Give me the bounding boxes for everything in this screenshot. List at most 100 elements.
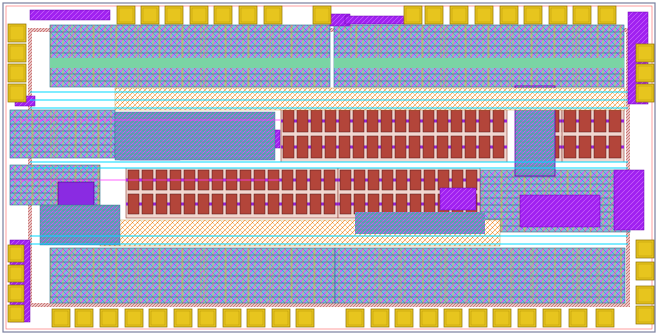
macro-bank-a-cell[interactable] (310, 135, 323, 159)
bond-pad-34[interactable] (492, 308, 512, 328)
macro-bank-a-cell[interactable] (380, 109, 393, 133)
metal-block-5[interactable] (439, 187, 477, 211)
metal-block-6[interactable] (519, 194, 601, 228)
bond-pad-8[interactable] (403, 5, 423, 25)
bond-pad-47[interactable] (635, 43, 655, 63)
bond-pad-28[interactable] (345, 308, 365, 328)
bond-pad-4[interactable] (213, 5, 233, 25)
macro-bank-d-cell[interactable] (225, 193, 238, 215)
macro-bank-c-cell[interactable] (563, 135, 577, 159)
bond-pad-18[interactable] (74, 308, 94, 328)
macro-bank-d-cell[interactable] (309, 169, 322, 191)
bond-pad-14[interactable] (548, 5, 568, 25)
macro-bank-a-cell[interactable] (464, 109, 477, 133)
metal-block-11[interactable] (344, 15, 406, 25)
macro-bank-a-cell[interactable] (464, 135, 477, 159)
bond-pad-53[interactable] (635, 305, 655, 325)
macro-bank-d-cell[interactable] (281, 169, 294, 191)
macro-bank-d-cell[interactable] (323, 193, 336, 215)
macro-bank-e-cell[interactable] (353, 169, 366, 191)
macro-bank-a-cell[interactable] (296, 135, 309, 159)
bond-pad-22[interactable] (173, 308, 193, 328)
bond-pad-0[interactable] (116, 5, 136, 25)
macro-bank-e-cell[interactable] (423, 169, 436, 191)
macro-bank-e-cell[interactable] (339, 193, 352, 215)
macro-bank-a-cell[interactable] (338, 109, 351, 133)
bond-pad-26[interactable] (271, 308, 291, 328)
macro-bank-e-cell[interactable] (381, 193, 394, 215)
macro-bank-d-cell[interactable] (183, 193, 196, 215)
bond-pad-52[interactable] (635, 285, 655, 305)
bond-pad-16[interactable] (597, 5, 617, 25)
bond-pad-3[interactable] (189, 5, 209, 25)
bond-pad-32[interactable] (443, 308, 463, 328)
macro-bank-d-cell[interactable] (155, 193, 168, 215)
cell-region-1[interactable] (333, 24, 625, 88)
macro-bank-e-cell[interactable] (451, 169, 464, 191)
macro-bank-d-cell[interactable] (169, 193, 182, 215)
macro-bank-a-cell[interactable] (478, 135, 491, 159)
macro-bank-c-cell[interactable] (608, 135, 622, 159)
bond-pad-44[interactable] (7, 264, 25, 283)
bond-pad-35[interactable] (517, 308, 537, 328)
bond-pad-36[interactable] (542, 308, 562, 328)
bond-pads[interactable] (7, 5, 655, 328)
macro-bank-d-cell[interactable] (239, 193, 252, 215)
metal-block-10[interactable] (29, 9, 111, 21)
macro-bank-d-cell[interactable] (267, 193, 280, 215)
bond-pad-17[interactable] (51, 308, 71, 328)
bond-pad-15[interactable] (572, 5, 592, 25)
macro-bank-e-cell[interactable] (353, 193, 366, 215)
bond-pad-49[interactable] (635, 83, 655, 103)
macro-bank-d-cell[interactable] (127, 193, 140, 215)
bond-pad-12[interactable] (499, 5, 519, 25)
bond-pad-33[interactable] (468, 308, 488, 328)
macro-bank-a-cell[interactable] (282, 109, 295, 133)
macro-bank-e-cell[interactable] (409, 193, 422, 215)
cell-region-2[interactable] (49, 247, 336, 304)
macro-bank-e-cell[interactable] (437, 169, 450, 191)
macro-bank-e-cell[interactable] (339, 169, 352, 191)
macro-bank-a-cell[interactable] (408, 109, 421, 133)
bond-pad-20[interactable] (124, 308, 144, 328)
macro-bank-a-cell[interactable] (450, 135, 463, 159)
macro-bank-a-cell[interactable] (296, 109, 309, 133)
bond-pad-45[interactable] (7, 284, 25, 303)
bond-pad-9[interactable] (424, 5, 444, 25)
macro-bank-a-cell[interactable] (352, 135, 365, 159)
bond-pad-46[interactable] (7, 304, 25, 323)
macro-bank-e-cell[interactable] (409, 169, 422, 191)
macro-bank-a-cell[interactable] (282, 135, 295, 159)
macro-bank-a-cell[interactable] (366, 109, 379, 133)
cell-region-3[interactable] (334, 247, 626, 304)
bond-pad-40[interactable] (7, 43, 27, 63)
macro-bank-c-cell[interactable] (578, 135, 592, 159)
macro-bank-e-cell[interactable] (381, 169, 394, 191)
macro-bank-d-cell[interactable] (197, 193, 210, 215)
macro-bank-a-cell[interactable] (422, 109, 435, 133)
bond-pad-29[interactable] (370, 308, 390, 328)
macro-bank-a-cell[interactable] (352, 109, 365, 133)
macro-bank-d-cell[interactable] (141, 193, 154, 215)
bond-pad-5[interactable] (238, 5, 258, 25)
bond-pad-48[interactable] (635, 63, 655, 83)
bond-pad-6[interactable] (263, 5, 283, 25)
macro-bank-a-cell[interactable] (492, 109, 505, 133)
bond-pad-50[interactable] (635, 239, 655, 259)
bond-pad-19[interactable] (99, 308, 119, 328)
macro-bank-c-cell[interactable] (593, 135, 607, 159)
macro-bank-d-cell[interactable] (295, 169, 308, 191)
bond-pad-11[interactable] (474, 5, 494, 25)
macro-bank-c-cell[interactable] (593, 109, 607, 133)
macro-bank-d-cell[interactable] (281, 193, 294, 215)
macro-bank-a-cell[interactable] (324, 135, 337, 159)
macro-bank-a-cell[interactable] (436, 135, 449, 159)
macro-bank-d-cell[interactable] (211, 193, 224, 215)
macro-bank-e-cell[interactable] (465, 169, 478, 191)
bond-pad-27[interactable] (295, 308, 315, 328)
macro-bank-e-cell[interactable] (423, 193, 436, 215)
macro-bank-a-cell[interactable] (422, 135, 435, 159)
bond-pad-7[interactable] (312, 5, 332, 25)
macro-bank-d-cell[interactable] (309, 193, 322, 215)
